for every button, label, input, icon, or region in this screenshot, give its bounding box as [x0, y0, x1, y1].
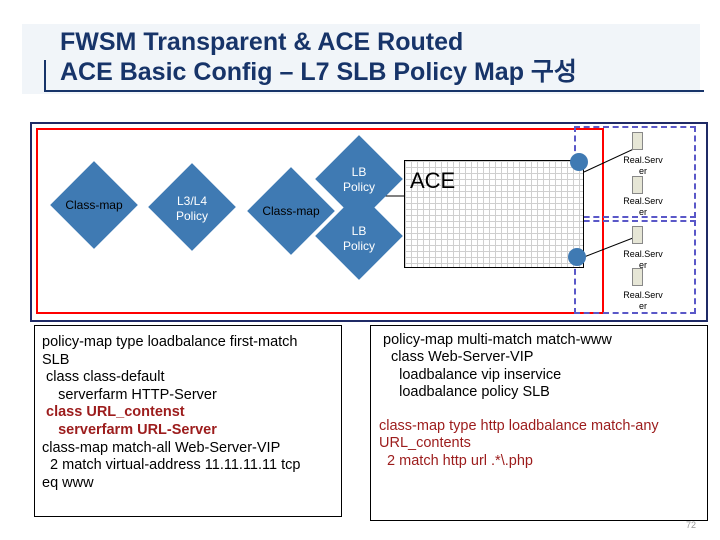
lb-policy-bottom-label: LB Policy [330, 224, 388, 254]
config-line: 2 match http url .*\.php [379, 452, 533, 469]
server-icon [632, 176, 643, 194]
left-config-lines: policy-map type loadbalance first-match … [42, 334, 300, 492]
lb-policy-top-label: LB Policy [330, 165, 388, 195]
right-config-box: policy-map multi-match match-www class W… [370, 325, 708, 521]
real-server-1-line2: er [638, 166, 647, 176]
lb-policy-top-line1: LB [351, 165, 367, 179]
ace-interface-bottom-dot [568, 248, 586, 266]
ace-label: ACE [410, 168, 456, 193]
real-server-label-3: Real.Serv er [618, 249, 668, 271]
l3l4-policy-line2: Policy [175, 209, 208, 223]
class-map-mid-label: Class-map [262, 204, 320, 218]
real-server-2-line1: Real.Serv [623, 196, 663, 206]
ace-to-server-line [583, 146, 639, 173]
config-line: policy-map multi-match match-www [383, 332, 612, 348]
ace-to-server-line [583, 235, 639, 258]
config-line: policy-map type loadbalance first-match [42, 334, 298, 350]
l3l4-policy-line1: L3/L4 [176, 194, 208, 208]
real-server-4-line2: er [638, 301, 647, 311]
config-line: class-map match-all Web-Server-VIP [42, 439, 281, 456]
page-number: 72 [685, 520, 696, 530]
lb-policy-bottom-line1: LB [351, 224, 367, 238]
title-side-rule [44, 60, 46, 92]
right-config-top: policy-map multi-match match-www class W… [383, 332, 612, 402]
real-server-3-line2: er [638, 260, 647, 270]
real-server-1-line1: Real.Serv [623, 155, 663, 165]
real-server-label-1: Real.Serv er [618, 155, 668, 177]
real-server-4-line1: Real.Serv [623, 290, 663, 300]
config-line: loadbalance policy SLB [383, 384, 550, 401]
real-server-label-2: Real.Serv er [618, 196, 668, 218]
server-icon [632, 226, 643, 244]
real-server-label-4: Real.Serv er [618, 290, 668, 312]
config-line: SLB [42, 351, 70, 368]
config-line: eq www [42, 474, 94, 491]
title-underline [44, 90, 704, 92]
ace-interface-top-dot [570, 153, 588, 171]
right-config-bottom: class-map type http loadbalance match-an… [379, 418, 659, 470]
slide-title-line2: ACE Basic Config – L7 SLB Policy Map 구성 [60, 58, 577, 86]
lb-policy-top-line2: Policy [342, 180, 375, 194]
real-server-3-line1: Real.Serv [623, 249, 663, 259]
config-line: class class-default [42, 369, 165, 386]
config-line: class-map type http loadbalance match-an… [379, 418, 659, 434]
title-band [22, 24, 700, 94]
left-config-box: policy-map type loadbalance first-match … [34, 325, 342, 517]
config-line: class Web-Server-VIP [383, 349, 534, 366]
ace-device-box [404, 160, 584, 268]
server-icon [632, 132, 643, 150]
config-line: 2 match virtual-address 11.11.11.11 tcp [42, 457, 301, 474]
config-line: serverfarm URL-Server [42, 421, 217, 438]
lb-policy-bottom-line2: Policy [342, 239, 375, 253]
config-line: URL_contents [379, 435, 471, 452]
config-line: serverfarm HTTP-Server [42, 386, 217, 403]
server-icon [632, 268, 643, 286]
slide-title-line1: FWSM Transparent & ACE Routed [60, 28, 464, 56]
class-map-left-label: Class-map [65, 198, 123, 212]
real-server-2-line2: er [638, 207, 647, 217]
config-line: loadbalance vip inservice [383, 366, 562, 383]
config-line: class URL_contenst [42, 404, 185, 421]
l3l4-policy-label: L3/L4 Policy [162, 194, 222, 224]
